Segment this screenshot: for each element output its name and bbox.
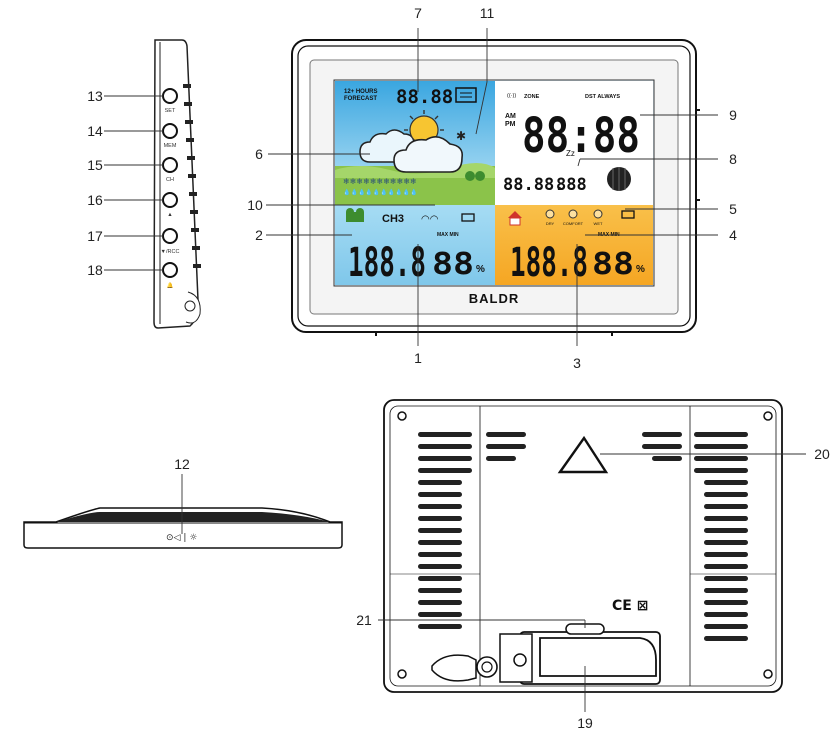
callout-4: 4 [729, 227, 737, 243]
callout-3: 3 [573, 355, 581, 371]
callout-8: 8 [729, 151, 737, 167]
bottom-view: ⊙◁ | ☼ 12 [23, 456, 343, 549]
dry-face-icon [545, 209, 555, 219]
battery-compartment[interactable] [499, 623, 661, 685]
certification-marks: CE ⊠ [612, 598, 648, 614]
back-view: CE ⊠ 20 21 19 [356, 399, 830, 731]
callout-13: 13 [87, 88, 103, 104]
mem-button-label: MEM [164, 143, 177, 149]
back-vents-left [418, 432, 526, 629]
comfort-face-icon [568, 209, 578, 219]
bell-icon: 🔔 [167, 282, 174, 289]
seconds-digits: 888 [556, 175, 587, 195]
tree-icon [465, 171, 485, 181]
callout-12: 12 [174, 456, 190, 472]
light-switch[interactable]: ⊙◁ | ☼ [166, 533, 197, 543]
dst-label: DST ALWAYS [585, 94, 620, 100]
callout-15: 15 [87, 157, 103, 173]
outdoor-humidity: 88 [592, 247, 634, 282]
am-indicator: AM [505, 113, 516, 120]
up-button-label: ▲ [167, 212, 172, 218]
comfort-house-icon [508, 211, 522, 226]
callout-18: 18 [87, 262, 103, 278]
radio-signal-icon: ((·)) [507, 93, 516, 99]
callout-1: 1 [414, 350, 422, 366]
wet-face-icon [593, 209, 603, 219]
battery-icon-outdoor [621, 210, 635, 219]
channel-indicator: CH3 [382, 213, 404, 225]
moon-phase-icon [607, 167, 631, 191]
down-rcc-button-label: ▼/RCC [161, 249, 180, 255]
signal-wave-icon: ◠◠ [421, 214, 438, 225]
snow-indicator-row: ❄❄❄❄❄❄❄❄❄❄❄ [343, 177, 417, 186]
ch-button-label: CH [166, 177, 174, 183]
side-vents [183, 84, 201, 268]
battery-icon-indoor [461, 213, 475, 222]
indoor-maxmin-label: MAX MIN [437, 232, 459, 238]
forecast-digits: 88.88 [396, 86, 453, 108]
callout-11: 11 [480, 5, 495, 21]
mem-button[interactable]: MEM [162, 123, 178, 149]
brand-logo: BALDR [469, 291, 520, 306]
callout-21: 21 [356, 612, 372, 628]
indoor-humidity: 88 [432, 247, 474, 282]
callout-19: 19 [577, 715, 593, 731]
zone-label: ZONE [524, 94, 540, 100]
outdoor-temperature: 188.8 [510, 240, 588, 286]
indoor-temperature: 188.8 [348, 240, 426, 286]
indoor-percent-icon: % [476, 264, 485, 275]
wet-label: WET [594, 221, 603, 226]
stand-foot[interactable] [431, 654, 498, 682]
callout-7: 7 [414, 5, 422, 21]
outdoor-percent-icon: % [636, 264, 645, 275]
forecast-label-line1: 12+ HOURS [344, 89, 378, 95]
clock-digits: 88:88 [522, 108, 640, 164]
lcd-screen: 12+ HOURS FORECAST 88.88 [333, 79, 655, 287]
callout-16: 16 [87, 192, 103, 208]
date-digits: 88.88. [503, 175, 564, 195]
snowflake-icon: ✱ [456, 129, 466, 143]
alarm-zz-icon: Zz [566, 149, 575, 158]
set-button[interactable]: SET [162, 88, 178, 114]
forecast-label-line2: FORECAST [344, 96, 377, 102]
callout-14: 14 [87, 123, 103, 139]
callout-6: 6 [255, 146, 263, 162]
signal-box-icon [455, 87, 477, 103]
rain-indicator-row: 💧💧💧💧💧💧💧💧💧💧 [343, 188, 418, 196]
wall-hanging-hole [557, 435, 609, 474]
callout-9: 9 [729, 107, 737, 123]
weather-forecast-icon: ✱ [359, 110, 466, 173]
pm-indicator: PM [505, 121, 516, 128]
callout-5: 5 [729, 201, 737, 217]
callout-10: 10 [247, 197, 263, 213]
set-button-label: SET [165, 108, 176, 114]
back-vents-right [642, 432, 748, 641]
front-view: 12+ HOURS FORECAST 88.88 [247, 5, 737, 371]
house-icon [346, 208, 364, 222]
comfort-label: COMFORT [563, 221, 584, 226]
callout-17: 17 [87, 228, 103, 244]
callout-2: 2 [255, 227, 263, 243]
side-view: SET MEM CH ▲ ▼/RCC 🔔 13 14 15 [87, 39, 201, 329]
dry-label: DRY [546, 221, 555, 226]
callout-20: 20 [814, 446, 830, 462]
